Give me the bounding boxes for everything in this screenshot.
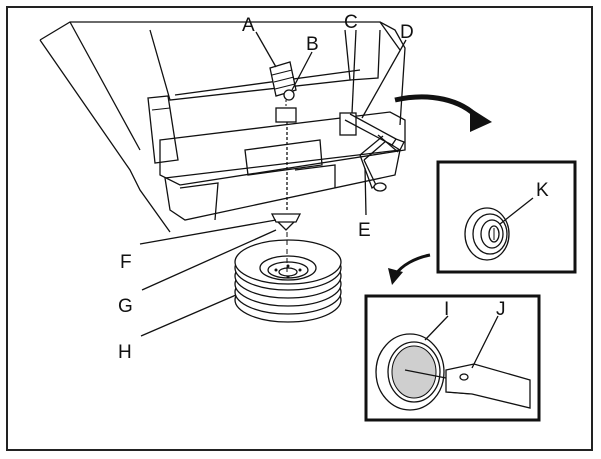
label-a: A xyxy=(242,15,255,36)
leader-lines xyxy=(139,29,407,337)
label-g: G xyxy=(118,296,133,317)
label-f: F xyxy=(120,252,132,273)
label-d: D xyxy=(400,22,414,43)
label-k: K xyxy=(536,180,549,201)
label-e: E xyxy=(358,220,371,241)
pointer-arrows xyxy=(388,94,492,285)
label-b: B xyxy=(306,34,319,55)
inset-ij xyxy=(364,294,541,422)
label-h: H xyxy=(118,342,132,363)
jack-handle-tool xyxy=(344,113,405,192)
vehicle-rear xyxy=(39,21,406,233)
label-i: I xyxy=(444,299,449,320)
callout-labels: A B C D E F G H I J K xyxy=(118,12,549,363)
inset-k xyxy=(436,160,577,274)
winch-assembly xyxy=(269,61,302,290)
label-j: J xyxy=(496,299,506,320)
spare-tire xyxy=(234,239,342,323)
label-c: C xyxy=(344,12,358,33)
